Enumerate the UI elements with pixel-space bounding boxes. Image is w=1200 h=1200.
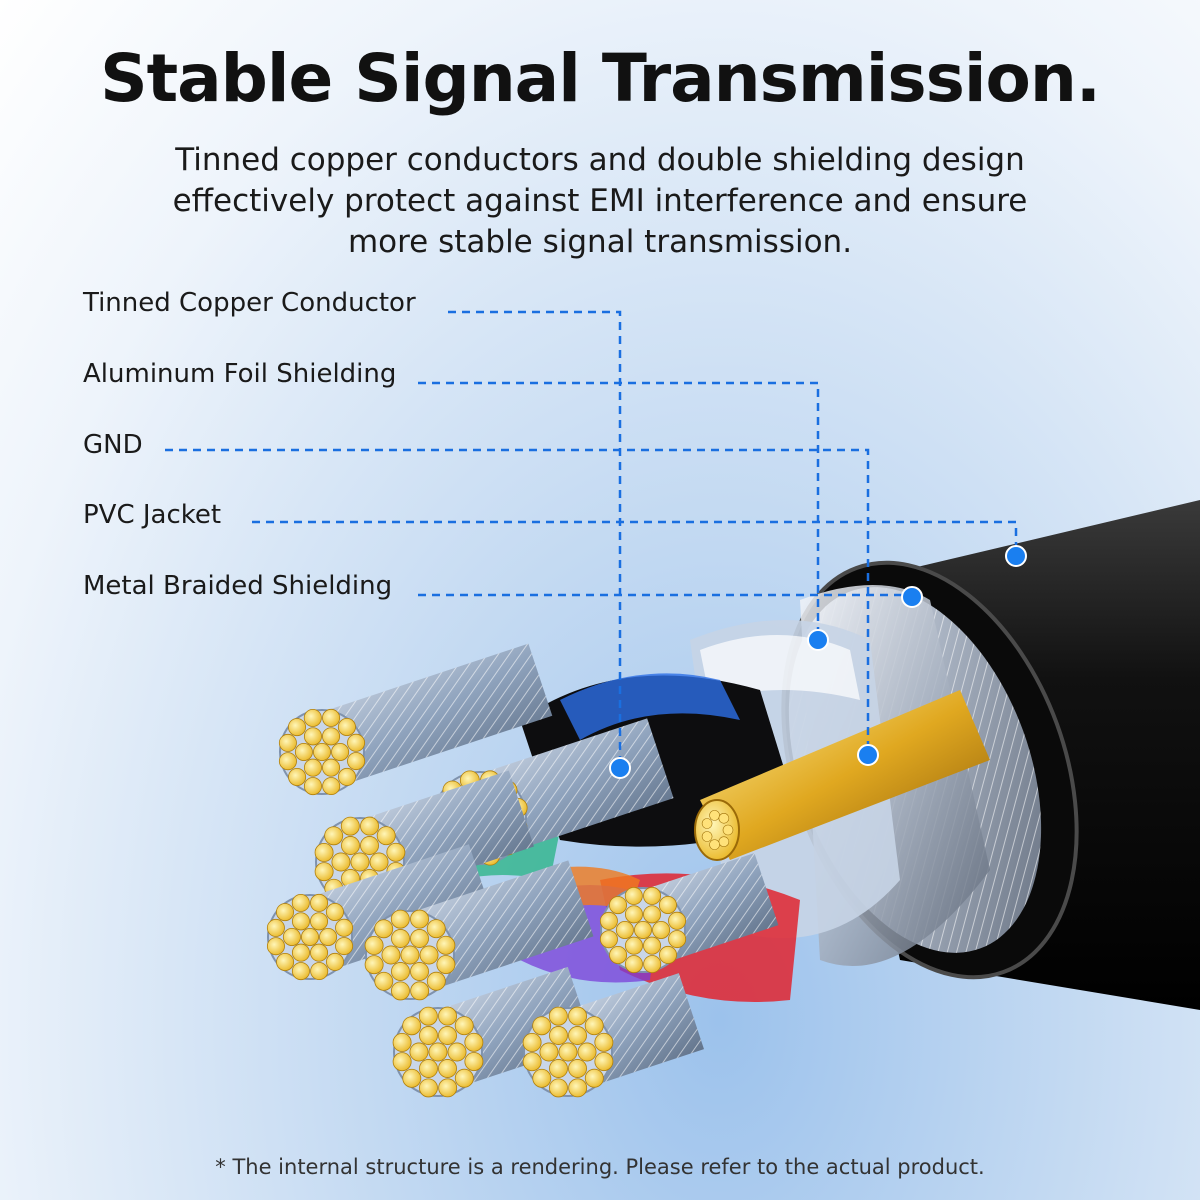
callout-leader — [418, 381, 820, 640]
callout-leader — [448, 310, 622, 768]
conductor-8 — [522, 973, 704, 1098]
insulation-blue — [560, 673, 740, 740]
conductor-4 — [266, 844, 493, 981]
callout-3 — [165, 448, 879, 766]
gnd-wire-face — [694, 799, 740, 861]
callout-dot — [1005, 545, 1027, 567]
callout-lines — [165, 310, 1027, 779]
callout-leader — [252, 520, 1018, 556]
label-aluminum-foil-shielding: Aluminum Foil Shielding — [83, 359, 397, 389]
label-gnd: GND — [83, 430, 143, 460]
aluminum-foil-highlight — [700, 635, 860, 700]
label-tinned-copper-conductor: Tinned Copper Conductor — [83, 288, 416, 318]
callout-1 — [448, 310, 631, 779]
callout-2 — [418, 381, 829, 651]
callout-dot — [857, 744, 879, 766]
conductor-face — [364, 909, 456, 1001]
callout-dot — [901, 586, 923, 608]
conductor-face — [599, 886, 687, 974]
callout-dot — [609, 757, 631, 779]
gnd-wire — [700, 690, 990, 860]
conductor-face — [392, 1006, 484, 1098]
label-pvc-jacket: PVC Jacket — [83, 500, 222, 530]
label-metal-braided-shielding: Metal Braided Shielding — [83, 571, 393, 601]
footer-note: * The internal structure is a rendering.… — [215, 1155, 985, 1179]
conductor-bundle — [266, 643, 779, 1098]
callout-5 — [418, 586, 923, 608]
conductor-5 — [364, 860, 594, 1001]
conductor-6 — [599, 853, 779, 974]
page-title: Stable Signal Transmission. — [100, 40, 1101, 117]
conductor-7 — [392, 966, 593, 1098]
conductor-face — [522, 1006, 614, 1098]
callout-dot — [807, 629, 829, 651]
callout-leader — [165, 448, 870, 755]
conductor-twist — [310, 643, 553, 789]
conductor-face — [278, 708, 366, 796]
conductor-face — [266, 893, 354, 981]
callout-4 — [252, 520, 1027, 567]
page-subtitle: Tinned copper conductors and double shie… — [172, 142, 1028, 260]
conductor-1 — [278, 643, 553, 796]
